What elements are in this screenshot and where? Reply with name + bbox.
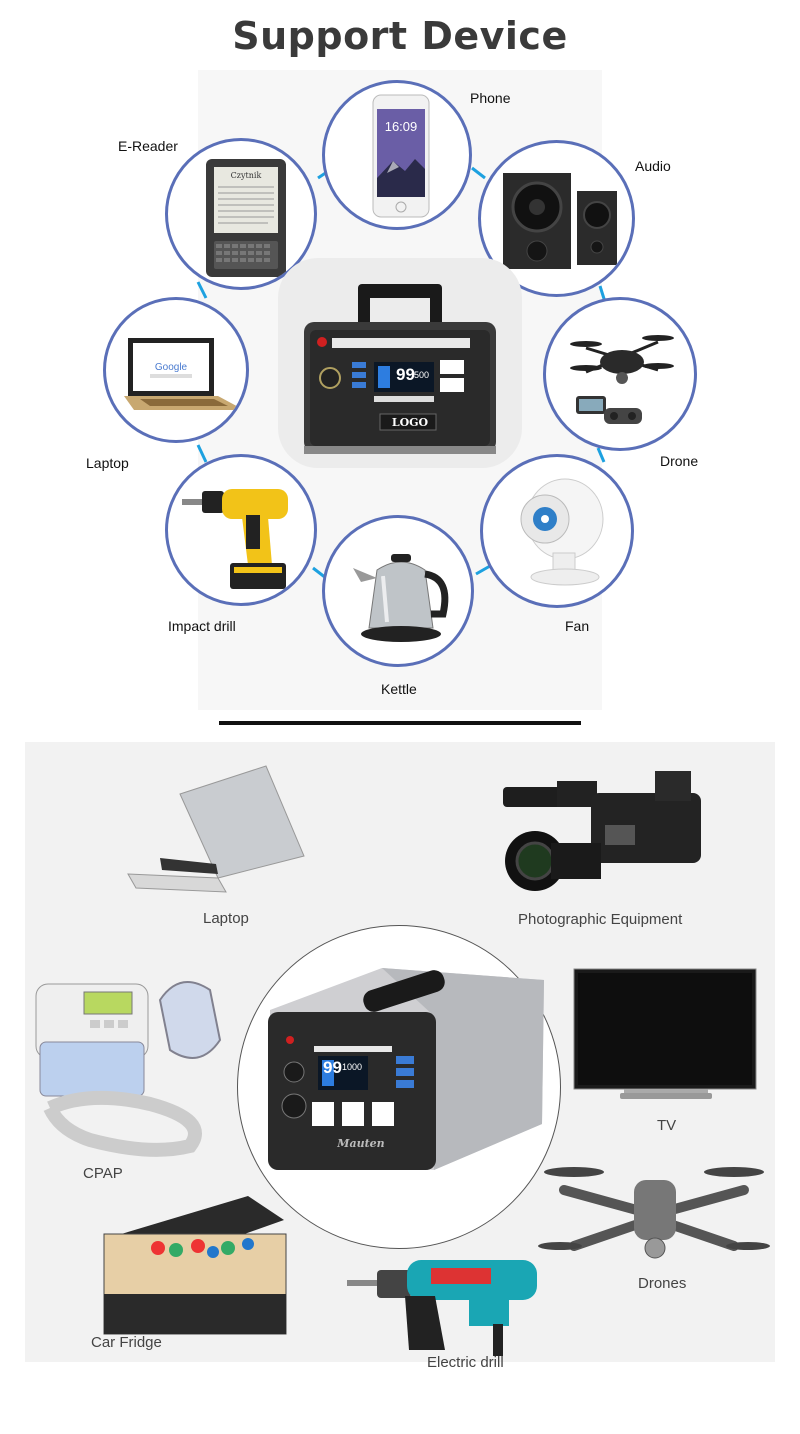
top-station-display: 99 [396, 365, 415, 384]
laptop-circle: Google [103, 297, 249, 443]
ereader-circle: Czytnik [165, 138, 317, 290]
label-impact-drill: Impact drill [168, 618, 236, 634]
kettle-icon [353, 554, 449, 642]
camera-icon [503, 771, 701, 891]
bottom-power-station-icon [268, 968, 544, 1170]
top-power-station-icon [304, 284, 496, 454]
label-kettle: Kettle [381, 681, 417, 697]
phone-icon [372, 94, 430, 218]
ereader-icon [206, 159, 286, 277]
label-phone: Phone [470, 90, 511, 106]
label-car-fridge: Car Fridge [91, 1334, 162, 1351]
label-fan: Fan [565, 618, 590, 634]
label-photographic: Photographic Equipment [518, 911, 683, 928]
speaker-icon [503, 173, 617, 269]
laptop-icon: Google [124, 338, 244, 410]
tv-icon [573, 968, 757, 1099]
svg-text:Google: Google [155, 362, 188, 373]
laptop-bottom-icon [127, 765, 305, 893]
impact-drill-circle [165, 454, 317, 606]
drone-circle [543, 297, 697, 451]
label-laptop-bottom: Laptop [203, 910, 249, 927]
label-drones: Drones [638, 1275, 687, 1292]
fan-icon [520, 478, 604, 586]
label-drone: Drone [660, 453, 699, 469]
phone-circle: 16:09 [322, 80, 472, 230]
top-station-display-small: 500 [414, 370, 430, 380]
label-audio: Audio [635, 158, 671, 174]
bottom-station-display: 99 [323, 1058, 342, 1077]
label-tv: TV [657, 1117, 677, 1134]
car-fridge-icon [103, 1196, 287, 1335]
label-laptop-top: Laptop [86, 455, 129, 471]
page-title: Support Device [232, 14, 568, 58]
kettle-circle [322, 515, 474, 667]
phone-time: 16:09 [384, 119, 418, 134]
drone-icon [570, 335, 674, 424]
section-divider [219, 721, 581, 725]
cpap-icon [35, 981, 222, 1157]
bottom-station-brand: Mauten [337, 1137, 385, 1150]
electric-drill-icon [347, 1260, 537, 1356]
ereader-title: Czytnik [230, 171, 262, 180]
bottom-station-display-small: 1000 [342, 1062, 363, 1072]
label-cpap: CPAP [83, 1165, 123, 1182]
drones-icon [538, 1167, 770, 1259]
top-station-logo: LOGO [391, 416, 429, 429]
label-electric-drill: Electric drill [427, 1354, 504, 1371]
drill-icon [182, 489, 288, 589]
label-ereader: E-Reader [118, 138, 178, 154]
fan-circle [480, 454, 634, 608]
audio-circle [478, 140, 635, 297]
